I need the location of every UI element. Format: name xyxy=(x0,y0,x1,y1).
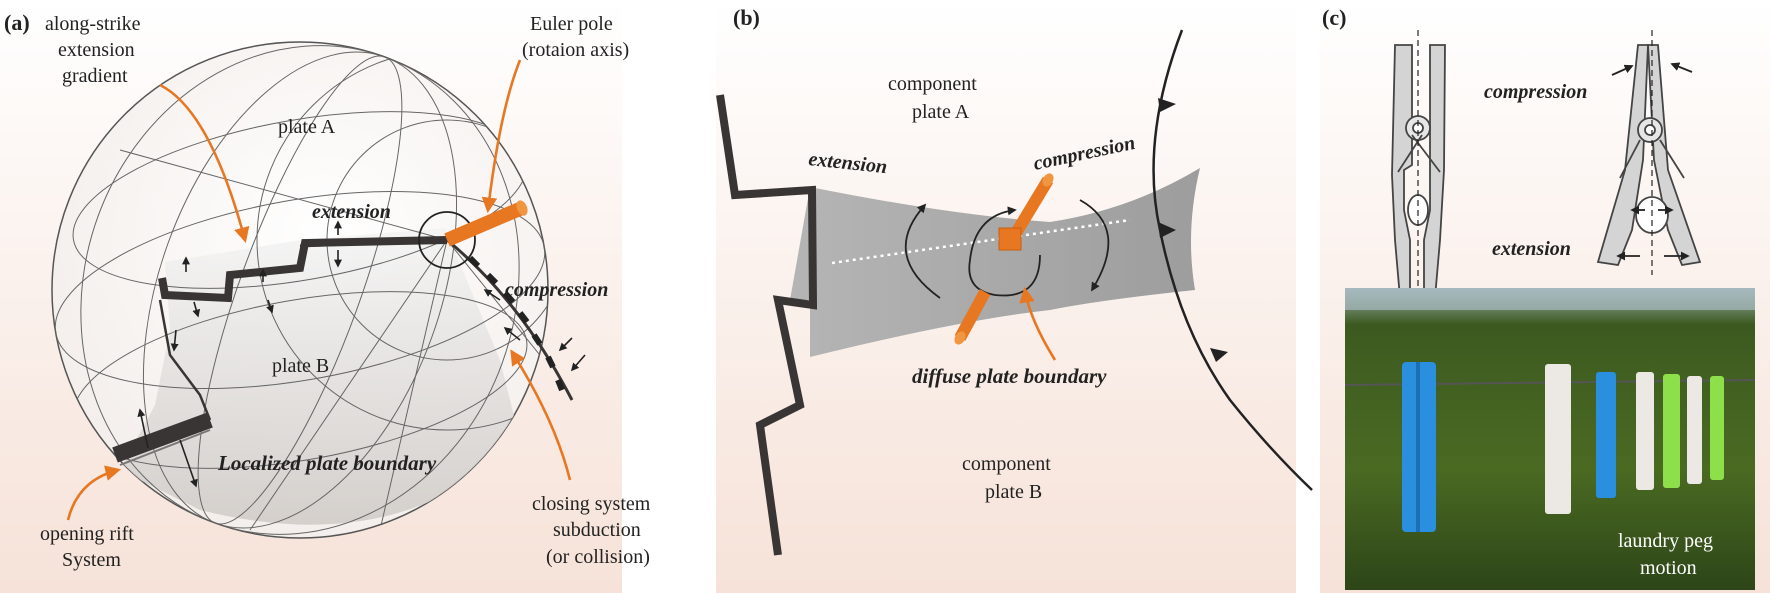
opening-label-2: System xyxy=(62,549,121,571)
rotation-axis xyxy=(954,173,1054,345)
peg-white-2 xyxy=(1636,372,1654,490)
euler-pole xyxy=(418,200,528,269)
compression-label-c: compression xyxy=(1484,81,1587,103)
diffuse-boundary-label: diffuse plate boundary xyxy=(912,364,1107,388)
panel-a-label: (a) xyxy=(4,10,30,35)
peg-green-2 xyxy=(1710,376,1724,480)
along-strike-label-3: gradient xyxy=(62,65,128,87)
subduction-teeth xyxy=(1158,98,1228,362)
peg-white-3 xyxy=(1687,376,1702,484)
component-b-label-1: component xyxy=(962,453,1051,475)
peg-arrows xyxy=(1611,62,1693,261)
panel-a: (a) along-strike extension gradient Eule… xyxy=(0,0,651,593)
peg-open xyxy=(1596,30,1702,275)
callout-arrows xyxy=(66,59,572,521)
along-strike-label-2: extension xyxy=(58,39,135,61)
closing-label-3: (or collision) xyxy=(546,546,650,568)
diffuse-callout-arrow xyxy=(1019,286,1057,361)
plate-axis xyxy=(831,218,1131,265)
extension-label-c: extension xyxy=(1492,238,1571,260)
euler-label-1: Euler pole xyxy=(530,13,613,35)
subduction-arc xyxy=(1152,29,1313,491)
along-strike-label-1: along-strike xyxy=(45,13,141,35)
rift-boundary xyxy=(112,236,448,466)
panel-b-label: (b) xyxy=(733,5,760,30)
plate-b-label: plate B xyxy=(272,355,329,377)
localized-boundary-label: Localized plate boundary xyxy=(217,451,437,475)
graticule xyxy=(54,45,548,535)
opening-label-1: opening rift xyxy=(40,523,134,545)
peg-closed xyxy=(1391,30,1446,305)
photo-label-1: laundry peg xyxy=(1618,530,1713,552)
motion-arrows xyxy=(137,220,586,488)
panel-c-label: (c) xyxy=(1322,5,1346,30)
extension-label: extension xyxy=(312,201,391,223)
panel-c: (c) compression extension laundry peg mo… xyxy=(1320,0,1770,593)
component-b-label-2: plate B xyxy=(985,481,1042,503)
closing-label-1: closing system xyxy=(532,493,651,515)
rotation-pole-square xyxy=(998,227,1022,251)
photo-label-2: motion xyxy=(1640,557,1697,579)
component-a-label-2: plate A xyxy=(912,101,970,123)
diffuse-band xyxy=(790,168,1200,357)
peg-green-1 xyxy=(1663,374,1680,488)
plate-b-region xyxy=(120,228,520,525)
closing-label-2: subduction xyxy=(553,519,641,541)
compression-label: compression xyxy=(505,279,608,301)
rotation-arrows xyxy=(904,199,1110,299)
laundry-photo xyxy=(1344,288,1756,590)
peg-blue-small xyxy=(1596,372,1616,498)
panel-b: (b) component plate A extension compress… xyxy=(716,0,1313,593)
subduction-boundary xyxy=(446,238,574,401)
component-a-label-1: component xyxy=(888,73,977,95)
peg-white-1 xyxy=(1545,364,1571,514)
ridge-transform-boundary xyxy=(716,94,818,556)
euler-label-2: (rotaion axis) xyxy=(522,39,629,61)
plate-a-label: plate A xyxy=(278,116,336,138)
